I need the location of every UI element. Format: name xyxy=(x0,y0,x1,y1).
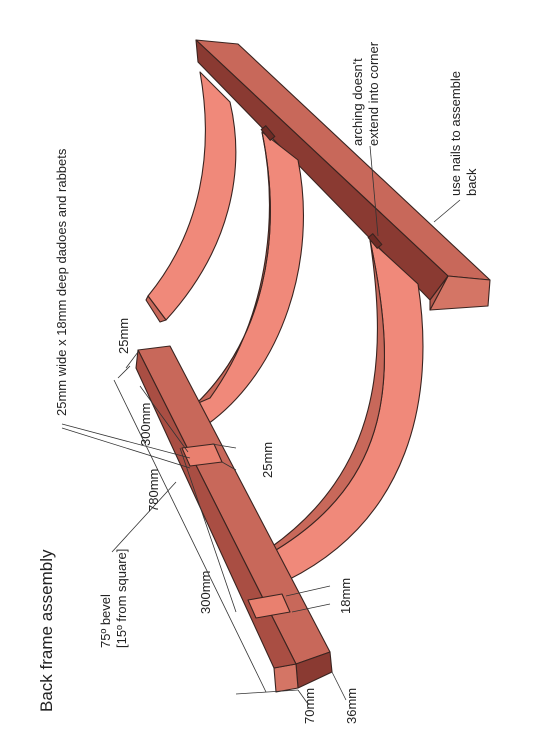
dado-upper xyxy=(181,443,223,467)
bottom-rail-end-face xyxy=(273,663,299,693)
nails-note: use nails to assemble back xyxy=(448,67,479,196)
slat-3-notch xyxy=(367,233,383,249)
top-rail-end-lower xyxy=(429,275,449,311)
slat-1 xyxy=(145,71,237,323)
dim-36: 36mm xyxy=(344,688,359,724)
arching-note: arching doesn't extend into corner xyxy=(350,41,381,146)
dim-25-mid: 25mm xyxy=(260,442,275,478)
nails-line-2: back xyxy=(464,168,479,196)
top-rail-top-face xyxy=(195,39,491,281)
dim-25-top: 25mm xyxy=(116,318,131,354)
slat-2-notch xyxy=(260,125,276,141)
bottom-rail xyxy=(135,345,333,693)
top-rail xyxy=(195,39,491,311)
drawing-title: Back frame assembly xyxy=(37,549,56,712)
dim-300-upper: 300mm xyxy=(138,403,153,446)
dimension-lines xyxy=(61,145,461,705)
slat-1-edge xyxy=(145,295,167,323)
bevel-line-1: 75º bevel xyxy=(98,594,113,648)
dim-780: 780mm xyxy=(146,469,161,512)
nails-line-1: use nails to assemble xyxy=(448,71,463,196)
dadoes-note: 25mm wide x 18mm deep dadoes and rabbets xyxy=(54,148,69,416)
dado-lower xyxy=(247,593,291,619)
slat-1-face xyxy=(147,71,237,321)
dim-70: 70mm xyxy=(302,688,317,724)
bevel-note: 75º bevel [15º from square] xyxy=(98,549,129,648)
bevel-line-2: [15º from square] xyxy=(114,549,129,648)
bottom-rail-left-face xyxy=(135,349,297,669)
dim-18: 18mm xyxy=(338,578,353,614)
arching-line-2: extend into corner xyxy=(366,41,381,146)
dim-300-lower: 300mm xyxy=(198,571,213,614)
arching-line-1: arching doesn't xyxy=(350,58,365,146)
